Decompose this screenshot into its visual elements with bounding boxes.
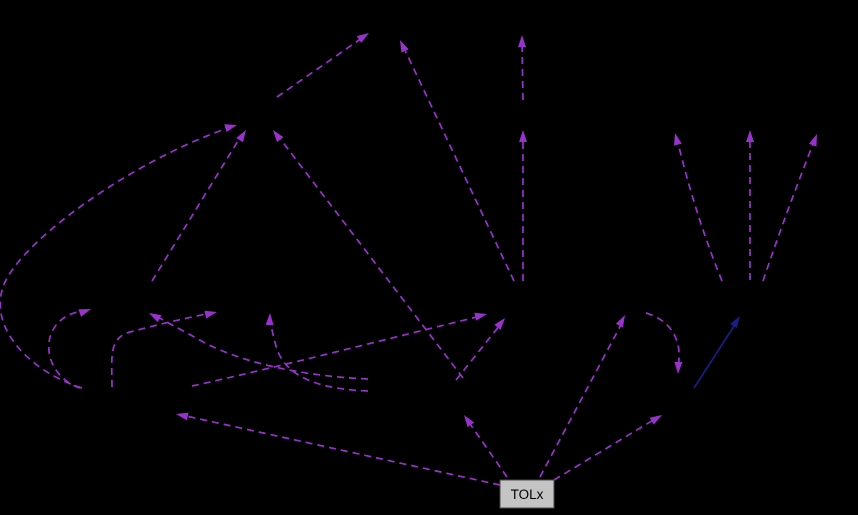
arrowhead-fan-right	[808, 134, 817, 147]
arrowhead-short-to-center-node	[494, 318, 505, 330]
graph-edge-tolx-to-node-d	[467, 420, 508, 478]
arrowhead-center-to-top-node	[400, 40, 409, 53]
arrowhead-long-diag-to-upper-left-node	[273, 130, 284, 142]
arrowhead-curve-left-to-row-node-b	[265, 313, 274, 326]
graph-edge-small-c-arc-left	[47, 310, 83, 389]
graph-edge-fan-right	[762, 143, 814, 282]
arrowhead-center-vertical-mid	[519, 130, 527, 142]
graph-edge-loop-a-to-c	[645, 312, 680, 369]
graph-edge-bend-up-right	[110, 313, 207, 388]
graph-edge-steep-to-upper-left-node	[151, 135, 242, 282]
graph-edge-long-diag-to-upper-left-node	[277, 135, 464, 379]
graph-edge-big-c-arc-to-upper-left-node	[0, 127, 229, 389]
arrowhead-tolx-to-node-d	[464, 415, 475, 428]
arrowhead-long-to-center-node	[474, 312, 487, 321]
graph-edge-center-to-top-node	[402, 45, 515, 282]
graph-edge-vertical-top	[521, 40, 524, 101]
arrowhead-small-c-arc-left	[78, 309, 91, 317]
arrowhead-vertical-top	[518, 35, 526, 47]
arrowhead-steep-to-upper-left-node	[236, 130, 246, 143]
arrowhead-bend-up-right	[204, 310, 217, 319]
arrowhead-solid-navy-c-to-r	[730, 316, 740, 329]
graph-edge-long-to-center-node	[191, 316, 478, 387]
arrowhead-tolx-to-far-left-node	[176, 412, 189, 421]
graph-edge-fan-left	[677, 142, 723, 282]
graph-edge-short-to-center-node	[455, 324, 501, 381]
graph-edge-tolx-to-node-a	[539, 320, 624, 478]
arrowhead-curve-left-to-row-node-a	[149, 313, 162, 323]
node-tolx-label: TOLx	[511, 487, 544, 502]
arrowhead-loop-a-to-c	[674, 361, 683, 374]
node-layer: TOLx	[499, 479, 555, 509]
node-tolx[interactable]	[499, 479, 555, 509]
arrowhead-tolx-to-node-a	[615, 315, 625, 328]
arrowhead-fan-left	[674, 133, 682, 146]
arrowhead-big-c-arc-to-upper-left-node	[224, 124, 237, 132]
arrowhead-fan-middle	[746, 130, 754, 142]
graph-edge-solid-navy-c-to-r	[693, 322, 737, 389]
graph-edge-curve-left-to-row-node-a	[157, 316, 369, 380]
edge-layer	[0, 33, 817, 486]
graph-edge-tolx-to-node-c	[553, 418, 656, 481]
arrowhead-tolx-to-node-c	[649, 415, 662, 425]
arrowhead-upper-left-to-top	[356, 33, 369, 43]
graph-edge-curve-left-to-row-node-b	[269, 319, 369, 392]
graph-edge-upper-left-to-top	[276, 37, 363, 98]
graph-edge-tolx-to-far-left-node	[185, 415, 501, 486]
